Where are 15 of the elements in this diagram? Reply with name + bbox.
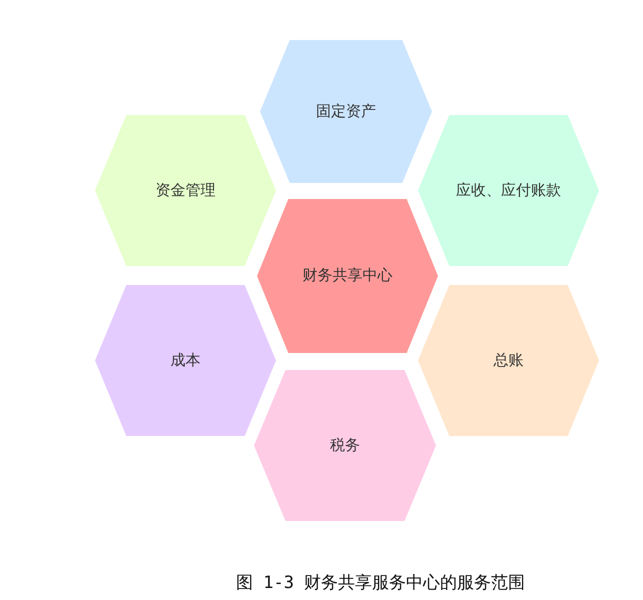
service-label: 总账: [494, 352, 524, 370]
service-label: 应收、应付账款: [456, 182, 561, 200]
service-label: 资金管理: [156, 182, 216, 200]
hexagon-tile: [418, 285, 599, 436]
service-label: 税务: [330, 436, 360, 454]
figure-caption: 图 1-3 财务共享服务中心的服务范围: [236, 572, 526, 594]
hexagon-tile: [418, 115, 599, 266]
hexagon-tile: [257, 199, 438, 353]
service-label: 固定资产: [316, 102, 376, 120]
hexagon-tile: [254, 370, 436, 521]
hexagon-tile: [95, 115, 276, 266]
service-label: 财务共享中心: [302, 267, 392, 285]
hexagon-tile: [260, 40, 432, 183]
hexagon-tile: [95, 285, 276, 436]
service-label: 成本: [170, 352, 200, 370]
